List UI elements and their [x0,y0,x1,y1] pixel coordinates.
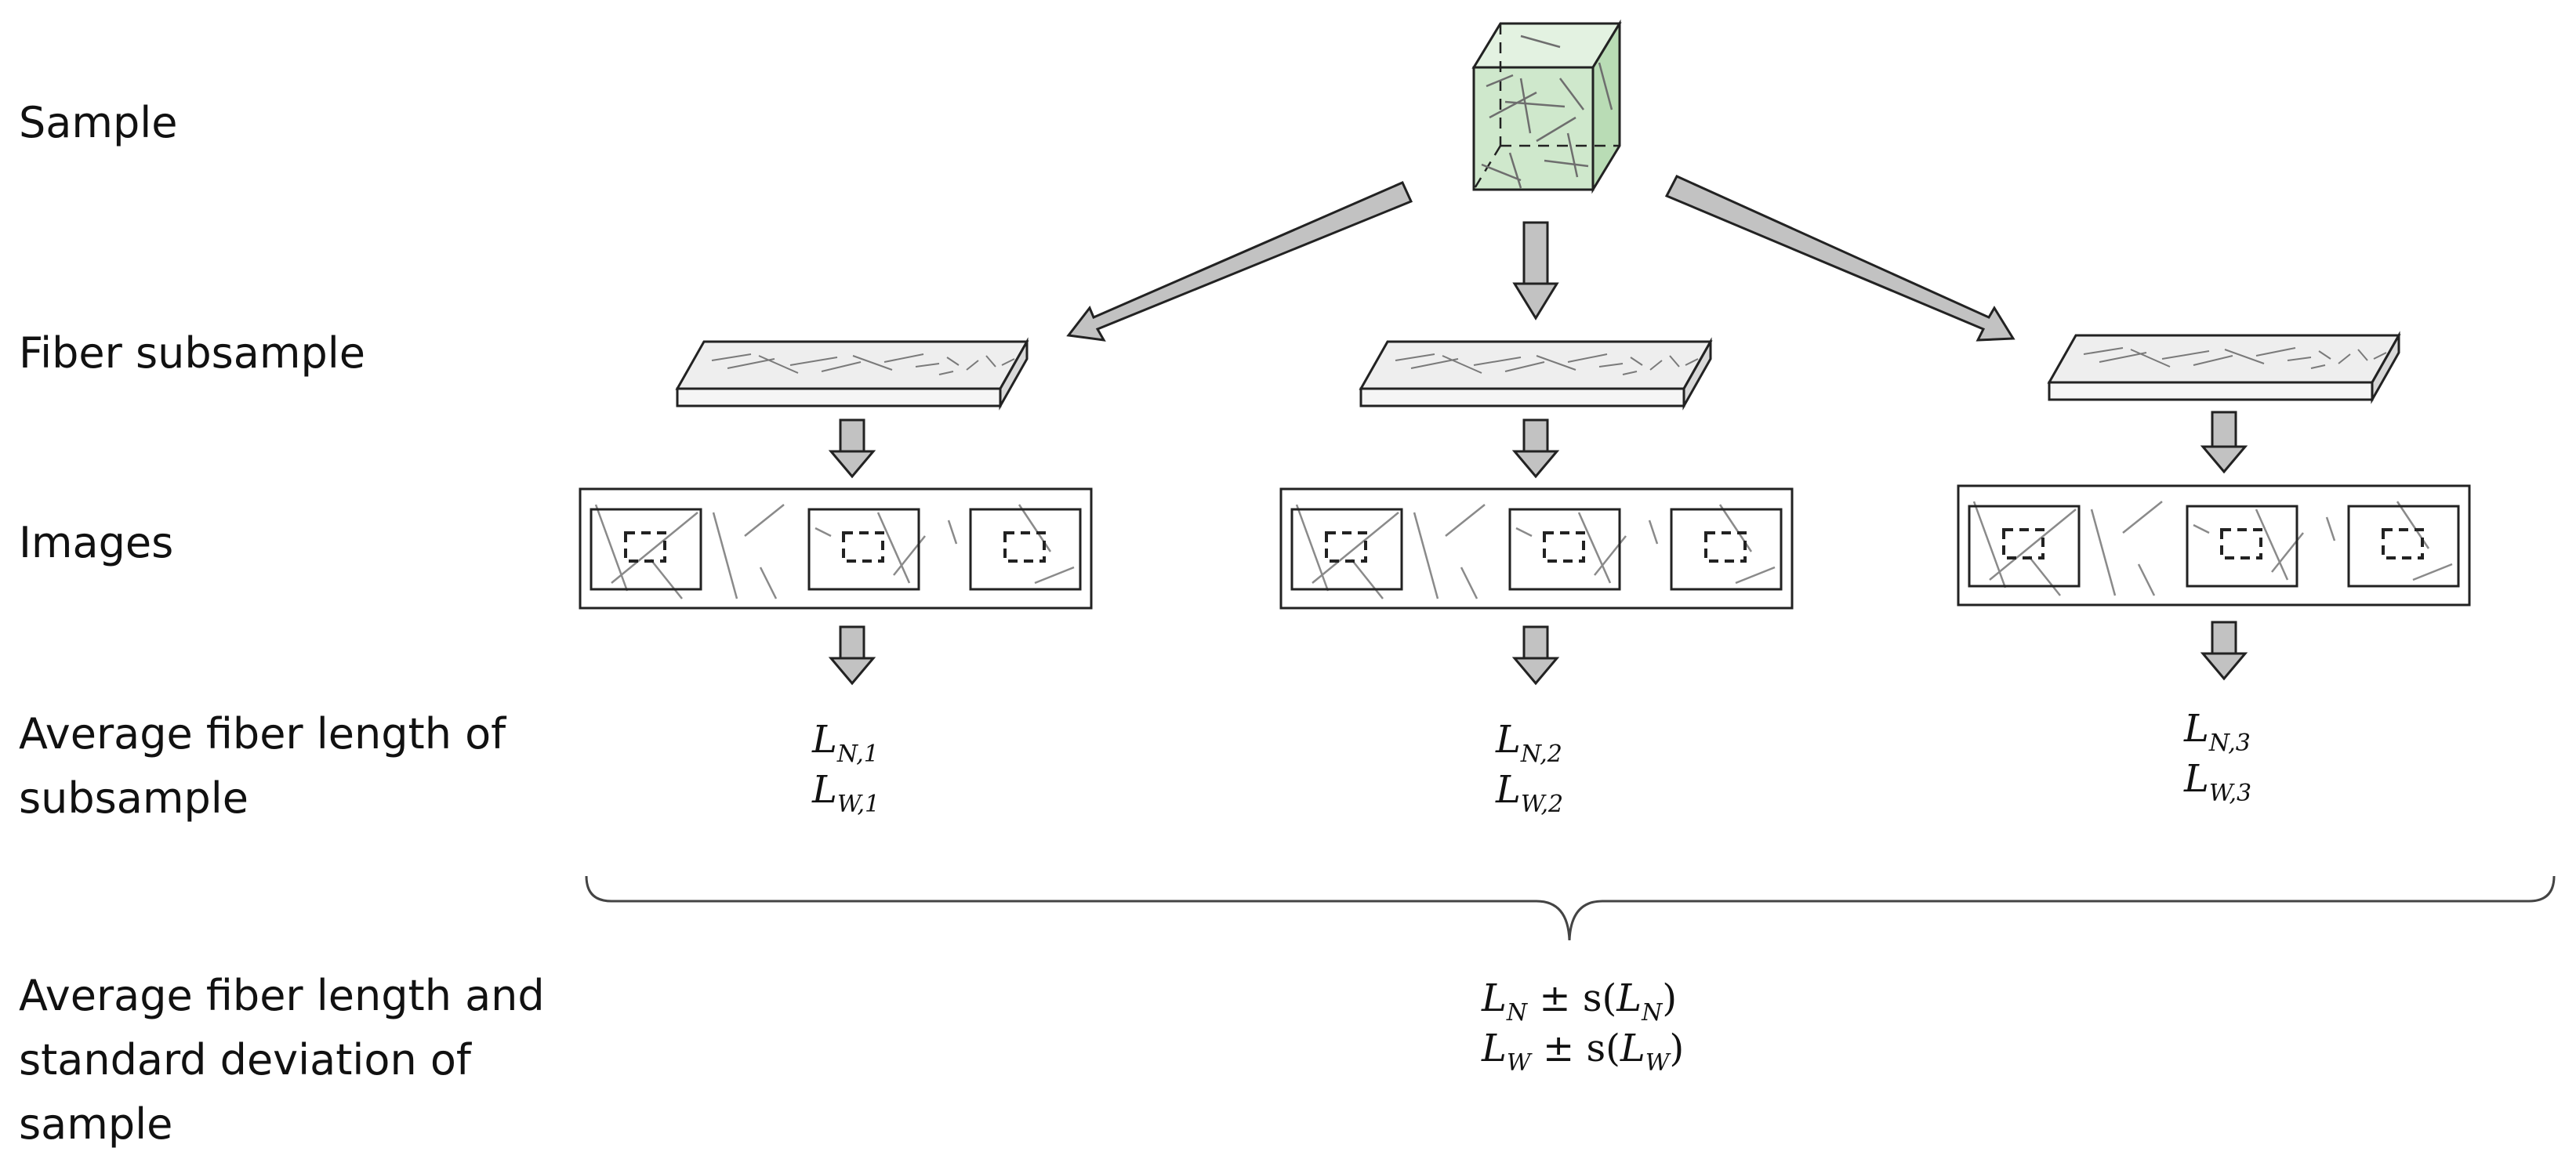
sample-to-subsample-arrows [1066,175,2015,342]
ln-1: LN,1 [811,718,879,768]
image-strip-3 [1957,484,2471,607]
arrow-to-subsample-3 [1664,175,2015,342]
measurement-window [1325,531,1367,563]
subsample-slabs [675,331,2401,411]
measurement-window [1704,531,1747,563]
ln-3: LN,3 [2183,707,2251,757]
arrow-subsample-to-images-3 [2211,411,2237,448]
image-strip-2 [1279,487,1794,610]
arrow-subsample-to-images-2 [1522,418,1549,453]
image-strip-1 [579,487,1093,610]
image-frame [2347,505,2460,588]
image-frame [1290,508,1403,591]
arrow-subsample-to-images-1 [839,418,865,453]
lw-result: LW ± s(LW) [1481,1027,1684,1077]
image-frame [2186,505,2298,588]
image-frame [969,508,1082,591]
measurement-window [2220,528,2262,559]
measurement-window [842,531,884,563]
subsample-averages: LN,1 LW,1 LN,2 LW,2 LN,3 LW,3 [811,707,2251,818]
arrow-images-to-average-3 [2211,621,2237,655]
ln-2: LN,2 [1495,718,1562,768]
lw-3: LW,3 [2183,757,2251,807]
row-label-average-sample: Average fiber length and standard deviat… [19,971,545,1149]
subsample-slab-1 [675,337,1029,411]
row-label-average-subsample: Average fiber length of subsample [19,709,506,823]
image-frame [590,508,702,591]
image-frame [1670,508,1783,591]
measurement-window [2382,528,2424,559]
image-frame [1508,508,1621,591]
row-label-images: Images [19,518,174,567]
lw-1: LW,1 [811,768,880,818]
ln-result: LN ± s(LN) [1481,976,1677,1027]
measurement-window [1003,531,1046,563]
row-label-fiber-subsample: Fiber subsample [19,328,365,378]
subsample-slab-3 [2047,331,2401,404]
image-frame [1968,505,2081,588]
arrow-images-to-average-2 [1522,625,1549,660]
arrow-images-to-average-1 [839,625,865,660]
measurement-window [1543,531,1585,563]
image-strips [579,484,2471,610]
measurement-window [624,531,666,563]
lw-2: LW,2 [1495,768,1563,818]
image-frame [807,508,920,591]
sample-result: LN ± s(LN) LW ± s(LW) [1481,976,1684,1077]
subsample-to-images-arrows [828,411,2248,479]
images-to-average-arrows [828,621,2248,686]
arrow-to-subsample-1 [1066,181,1413,342]
row-label-sample: Sample [19,98,178,147]
arrow-to-subsample-2 [1522,221,1549,285]
summary-brace [585,875,2556,941]
subsample-slab-2 [1359,337,1713,411]
sample-cube [1471,19,1622,194]
measurement-window [2002,528,2044,559]
